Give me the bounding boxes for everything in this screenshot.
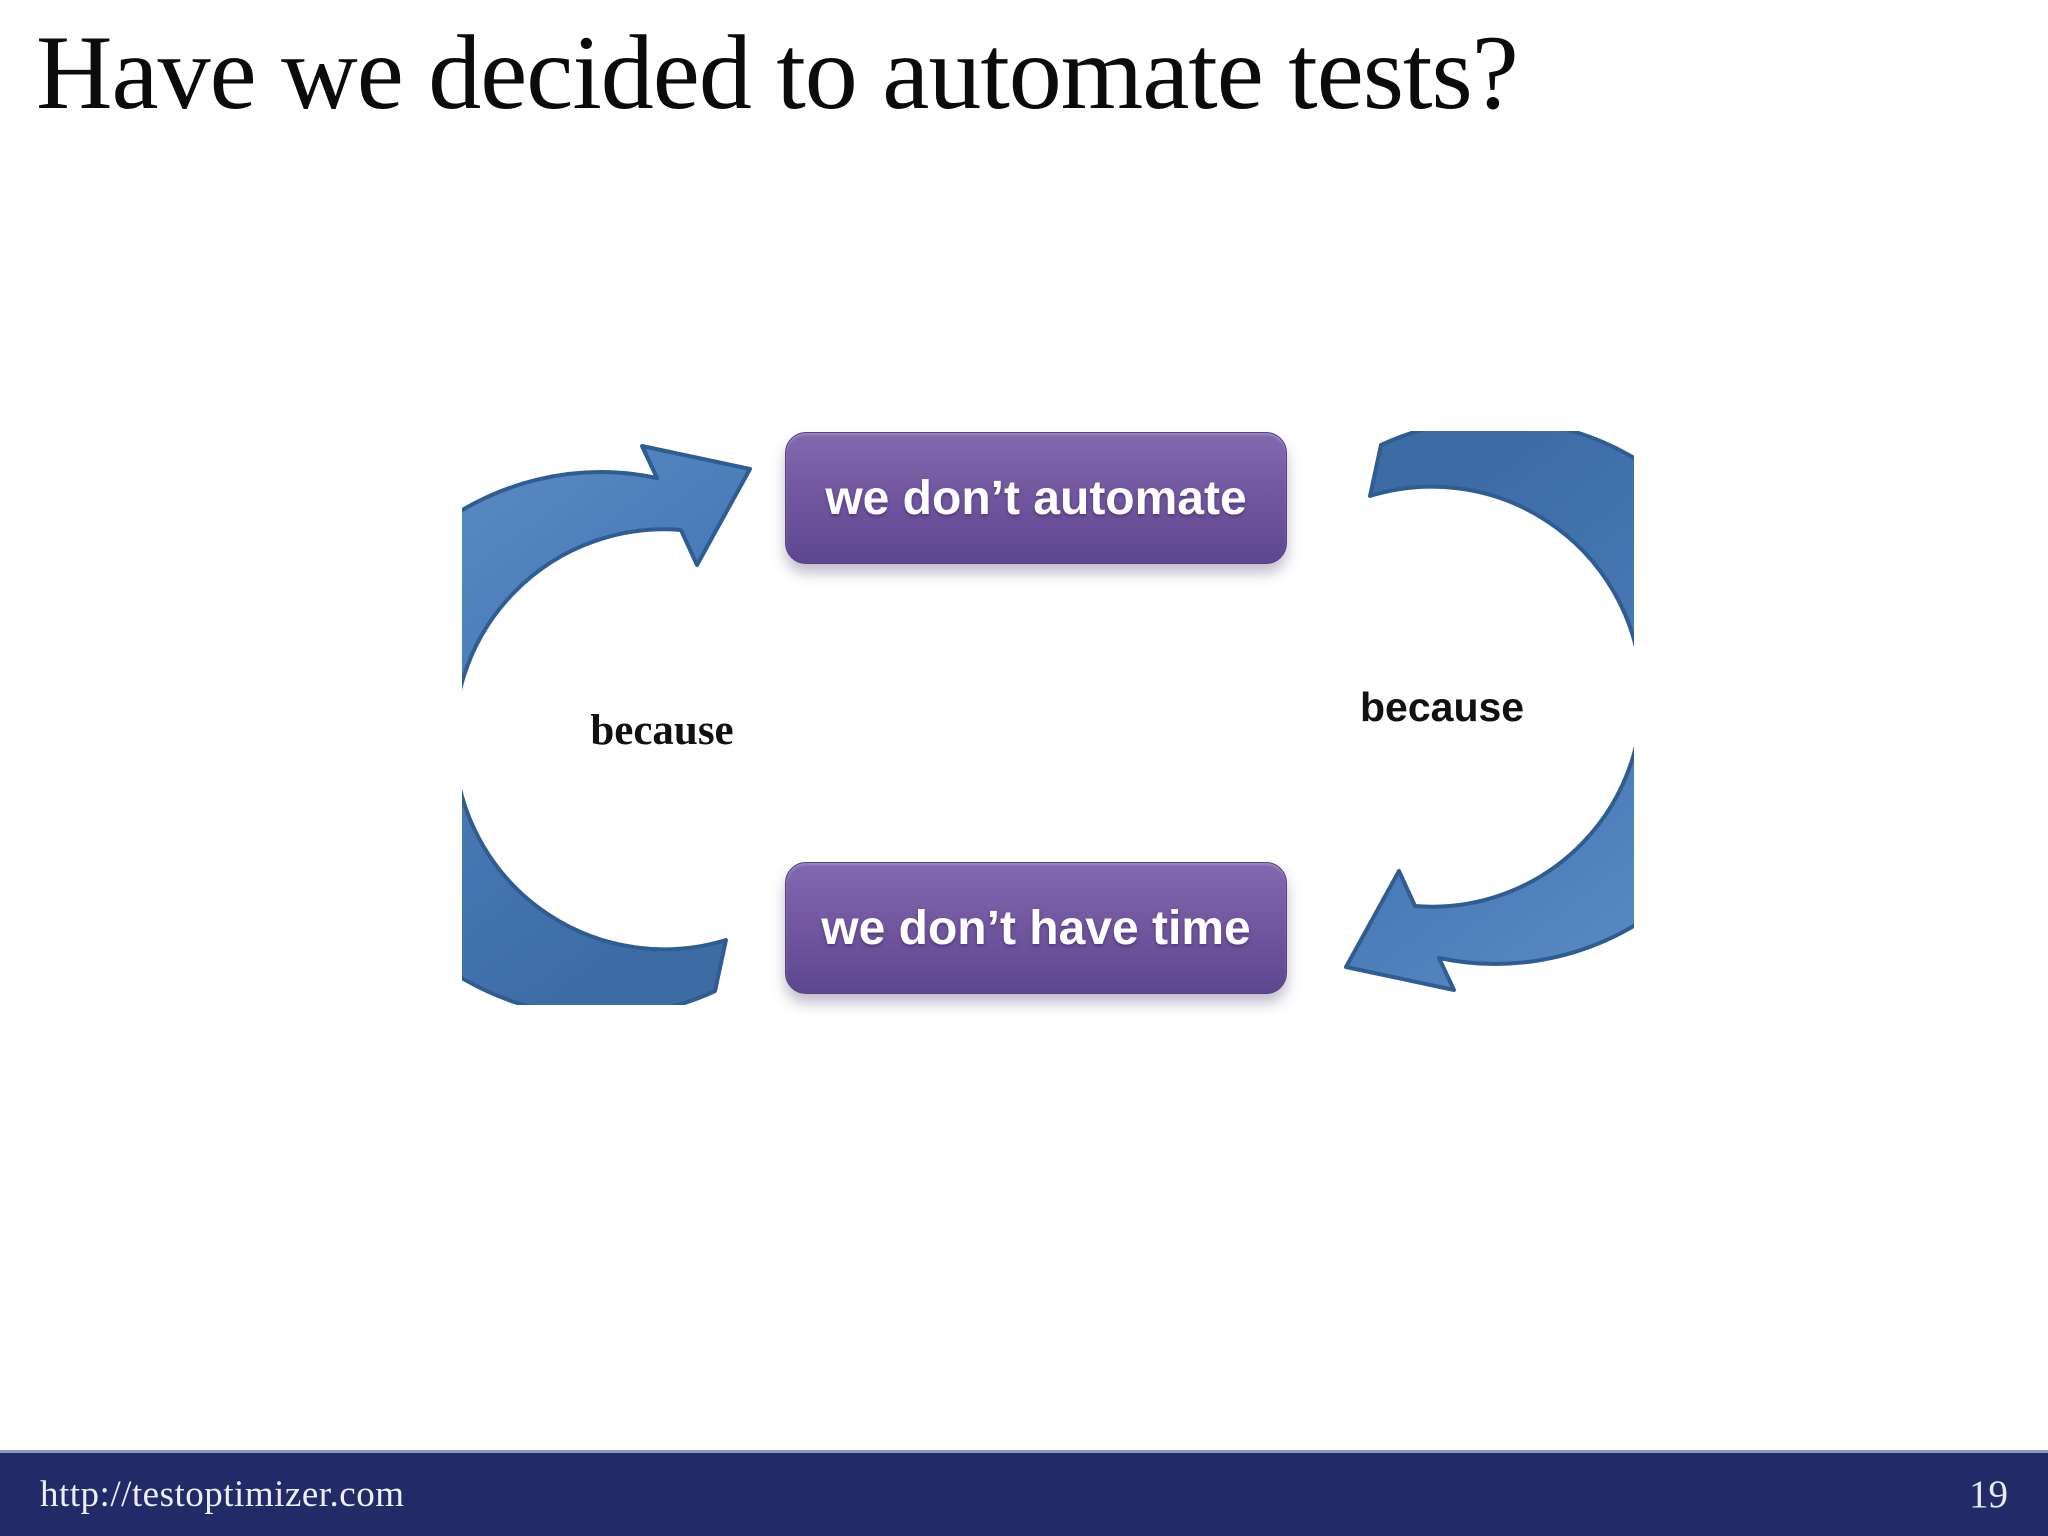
node-label: we don’t have time <box>821 901 1251 955</box>
curved-arrow-down-icon <box>1344 431 1634 992</box>
node-we-dont-have-time: we don’t have time <box>785 862 1287 994</box>
node-we-dont-automate: we don’t automate <box>785 432 1287 564</box>
node-label: we don’t automate <box>825 471 1247 525</box>
curved-arrow-up-icon <box>462 444 752 1005</box>
footer-url: http://testoptimizer.com <box>40 1474 405 1515</box>
footer-bar: http://testoptimizer.com 19 <box>0 1450 2048 1536</box>
edge-label-left: because <box>590 707 734 754</box>
edge-label-right: because <box>1360 684 1525 730</box>
page-title: Have we decided to automate tests? <box>36 14 1519 131</box>
page-number: 19 <box>1969 1473 2008 1516</box>
